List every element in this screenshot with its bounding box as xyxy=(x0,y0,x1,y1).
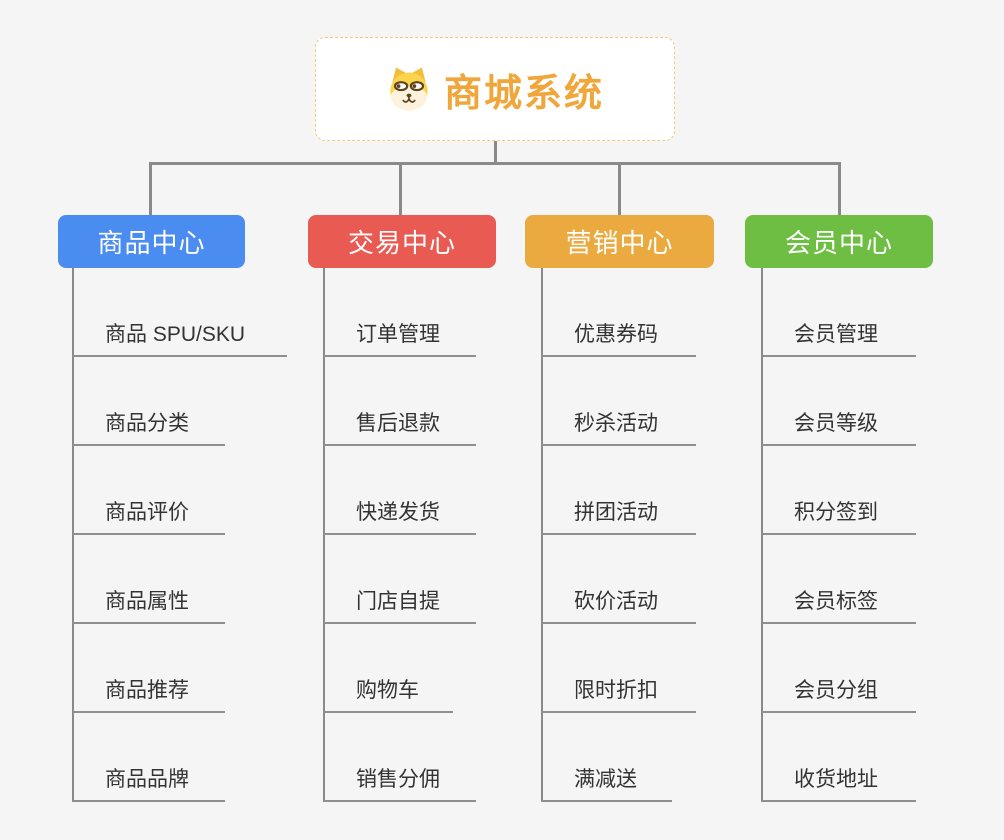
child-topic[interactable]: 积分签到 xyxy=(761,493,916,535)
child-topic[interactable]: 会员标签 xyxy=(761,582,916,624)
child-topic[interactable]: 商品评价 xyxy=(72,493,225,535)
branch-topic-marketing-center[interactable]: 营销中心 xyxy=(525,215,714,268)
child-topic[interactable]: 销售分佣 xyxy=(323,760,476,802)
child-topic[interactable]: 商品推荐 xyxy=(72,671,225,713)
child-topic[interactable]: 购物车 xyxy=(323,671,453,713)
root-topic-label: 商城系统 xyxy=(443,72,604,115)
child-topic[interactable]: 会员分组 xyxy=(761,671,916,713)
branch-label: 会员中心 xyxy=(784,228,893,258)
branch-label: 交易中心 xyxy=(347,228,456,258)
child-topic[interactable]: 订单管理 xyxy=(323,315,476,357)
root-connector-stub xyxy=(494,141,497,163)
child-topic[interactable]: 秒杀活动 xyxy=(541,404,696,446)
branch-topic-member-center[interactable]: 会员中心 xyxy=(745,215,933,268)
connector-drop-4 xyxy=(838,162,841,215)
child-topic[interactable]: 会员等级 xyxy=(761,404,916,446)
connector-drop-2 xyxy=(399,162,402,215)
child-topic[interactable]: 砍价活动 xyxy=(541,582,696,624)
child-topic[interactable]: 商品属性 xyxy=(72,582,225,624)
child-topic[interactable]: 门店自提 xyxy=(323,582,476,624)
shiba-dog-icon xyxy=(386,66,432,112)
child-topic[interactable]: 商品品牌 xyxy=(72,760,225,802)
branch-label: 商品中心 xyxy=(97,228,206,258)
branch-label: 营销中心 xyxy=(565,228,674,258)
connector-drop-3 xyxy=(618,162,621,215)
connector-drop-1 xyxy=(149,162,152,215)
child-topic[interactable]: 满减送 xyxy=(541,760,672,802)
child-topic[interactable]: 收货地址 xyxy=(761,760,916,802)
branch-topic-product-center[interactable]: 商品中心 xyxy=(58,215,245,268)
child-topic[interactable]: 售后退款 xyxy=(323,404,476,446)
child-topic[interactable]: 快递发货 xyxy=(323,493,476,535)
connector-rail xyxy=(149,162,841,165)
child-topic[interactable]: 商品 SPU/SKU xyxy=(72,315,287,357)
child-topic[interactable]: 优惠券码 xyxy=(541,315,696,357)
child-topic[interactable]: 会员管理 xyxy=(761,315,916,357)
root-topic[interactable]: 商城系统 xyxy=(315,37,675,141)
branch-topic-trade-center[interactable]: 交易中心 xyxy=(308,215,496,268)
child-topic[interactable]: 拼团活动 xyxy=(541,493,696,535)
child-topic[interactable]: 商品分类 xyxy=(72,404,225,446)
child-topic[interactable]: 限时折扣 xyxy=(541,671,696,713)
